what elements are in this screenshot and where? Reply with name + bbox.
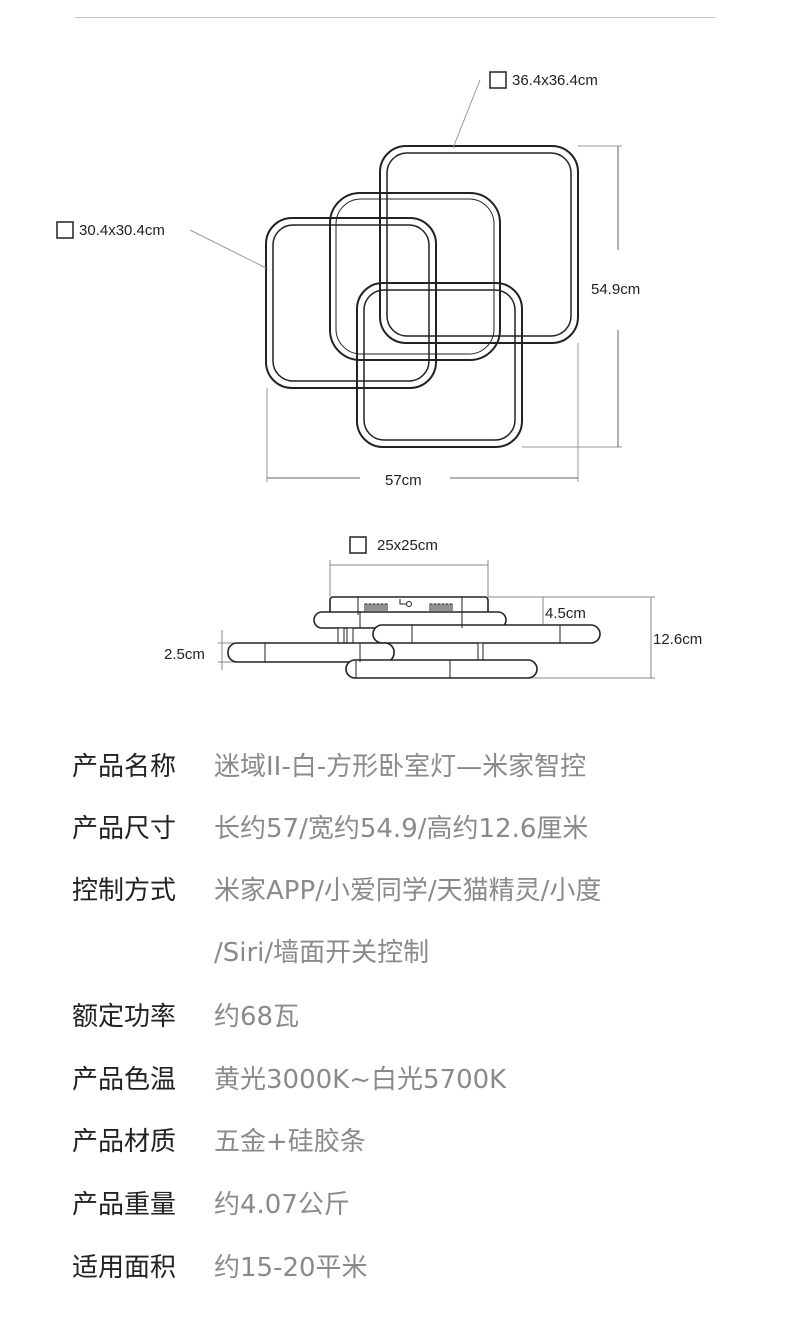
canopy-height-label: 4.5cm (545, 605, 586, 622)
spec-row-control-cont: /Siri/墙面开关控制 (72, 930, 429, 970)
depth-label: 54.9cm (591, 281, 640, 298)
square-icon (349, 536, 367, 554)
spec-label: 适用面积 (72, 1252, 177, 1283)
spec-row-area: 适用面积 约15-20平米 (72, 1245, 368, 1285)
spec-label: 产品尺寸 (72, 813, 177, 844)
spec-row-power: 额定功率 约68瓦 (72, 994, 299, 1034)
ring-thickness-label: 2.5cm (164, 646, 205, 663)
side-ring-2 (372, 624, 601, 644)
spec-label: 产品名称 (72, 751, 177, 782)
top-divider (75, 17, 716, 18)
total-height-label: 12.6cm (653, 631, 702, 648)
ring-left (265, 217, 437, 389)
spec-row-weight: 产品重量 约4.07公斤 (72, 1182, 350, 1222)
spec-value: 五金+硅胶条 (214, 1126, 366, 1157)
width-label: 57cm (385, 472, 422, 489)
leader-line-large (452, 79, 481, 149)
spec-value: 约68瓦 (214, 1001, 300, 1032)
vent-icon (364, 599, 453, 611)
spec-row-control: 控制方式 米家APP/小爱同学/天猫精灵/小度 (72, 868, 601, 908)
spec-row-color-temp: 产品色温 黄光3000K~白光5700K (72, 1057, 506, 1097)
ring-front (356, 282, 523, 448)
canopy-size-label: 25x25cm (377, 537, 438, 554)
ring-back (329, 192, 501, 361)
spec-value: 迷域II-白-方形卧室灯—米家智控 (214, 751, 587, 782)
spec-value: 约15-20平米 (214, 1252, 368, 1283)
square-icon (489, 71, 507, 89)
spec-value: 米家APP/小爱同学/天猫精灵/小度 (214, 875, 602, 906)
spec-label: 控制方式 (72, 875, 177, 906)
square-icon (56, 221, 74, 239)
spec-value: 黄光3000K~白光5700K (214, 1064, 507, 1095)
dimension-diagram: 36.4x36.4cm 30.4x30.4cm 54.9cm 57cm 25x2… (56, 71, 702, 679)
spec-value: /Siri/墙面开关控制 (214, 937, 430, 968)
small-ring-size-label: 30.4x30.4cm (79, 222, 165, 239)
side-ring-3 (227, 642, 395, 663)
spec-row-material: 产品材质 五金+硅胶条 (72, 1119, 366, 1159)
spec-label: 产品色温 (72, 1064, 177, 1095)
spec-value: 长约57/宽约54.9/高约12.6厘米 (214, 813, 589, 844)
spec-row-name: 产品名称 迷域II-白-方形卧室灯—米家智控 (72, 744, 586, 784)
spec-label: 额定功率 (72, 1001, 177, 1032)
spec-value: 约4.07公斤 (214, 1189, 350, 1220)
large-ring-size-label: 36.4x36.4cm (512, 72, 598, 89)
spec-row-size: 产品尺寸 长约57/宽约54.9/高约12.6厘米 (72, 806, 588, 846)
leader-line-small (189, 229, 267, 269)
spec-label: 产品材质 (72, 1126, 177, 1157)
spec-label: 产品重量 (72, 1189, 177, 1220)
side-ring-4 (345, 659, 538, 679)
ring-large (379, 145, 579, 344)
